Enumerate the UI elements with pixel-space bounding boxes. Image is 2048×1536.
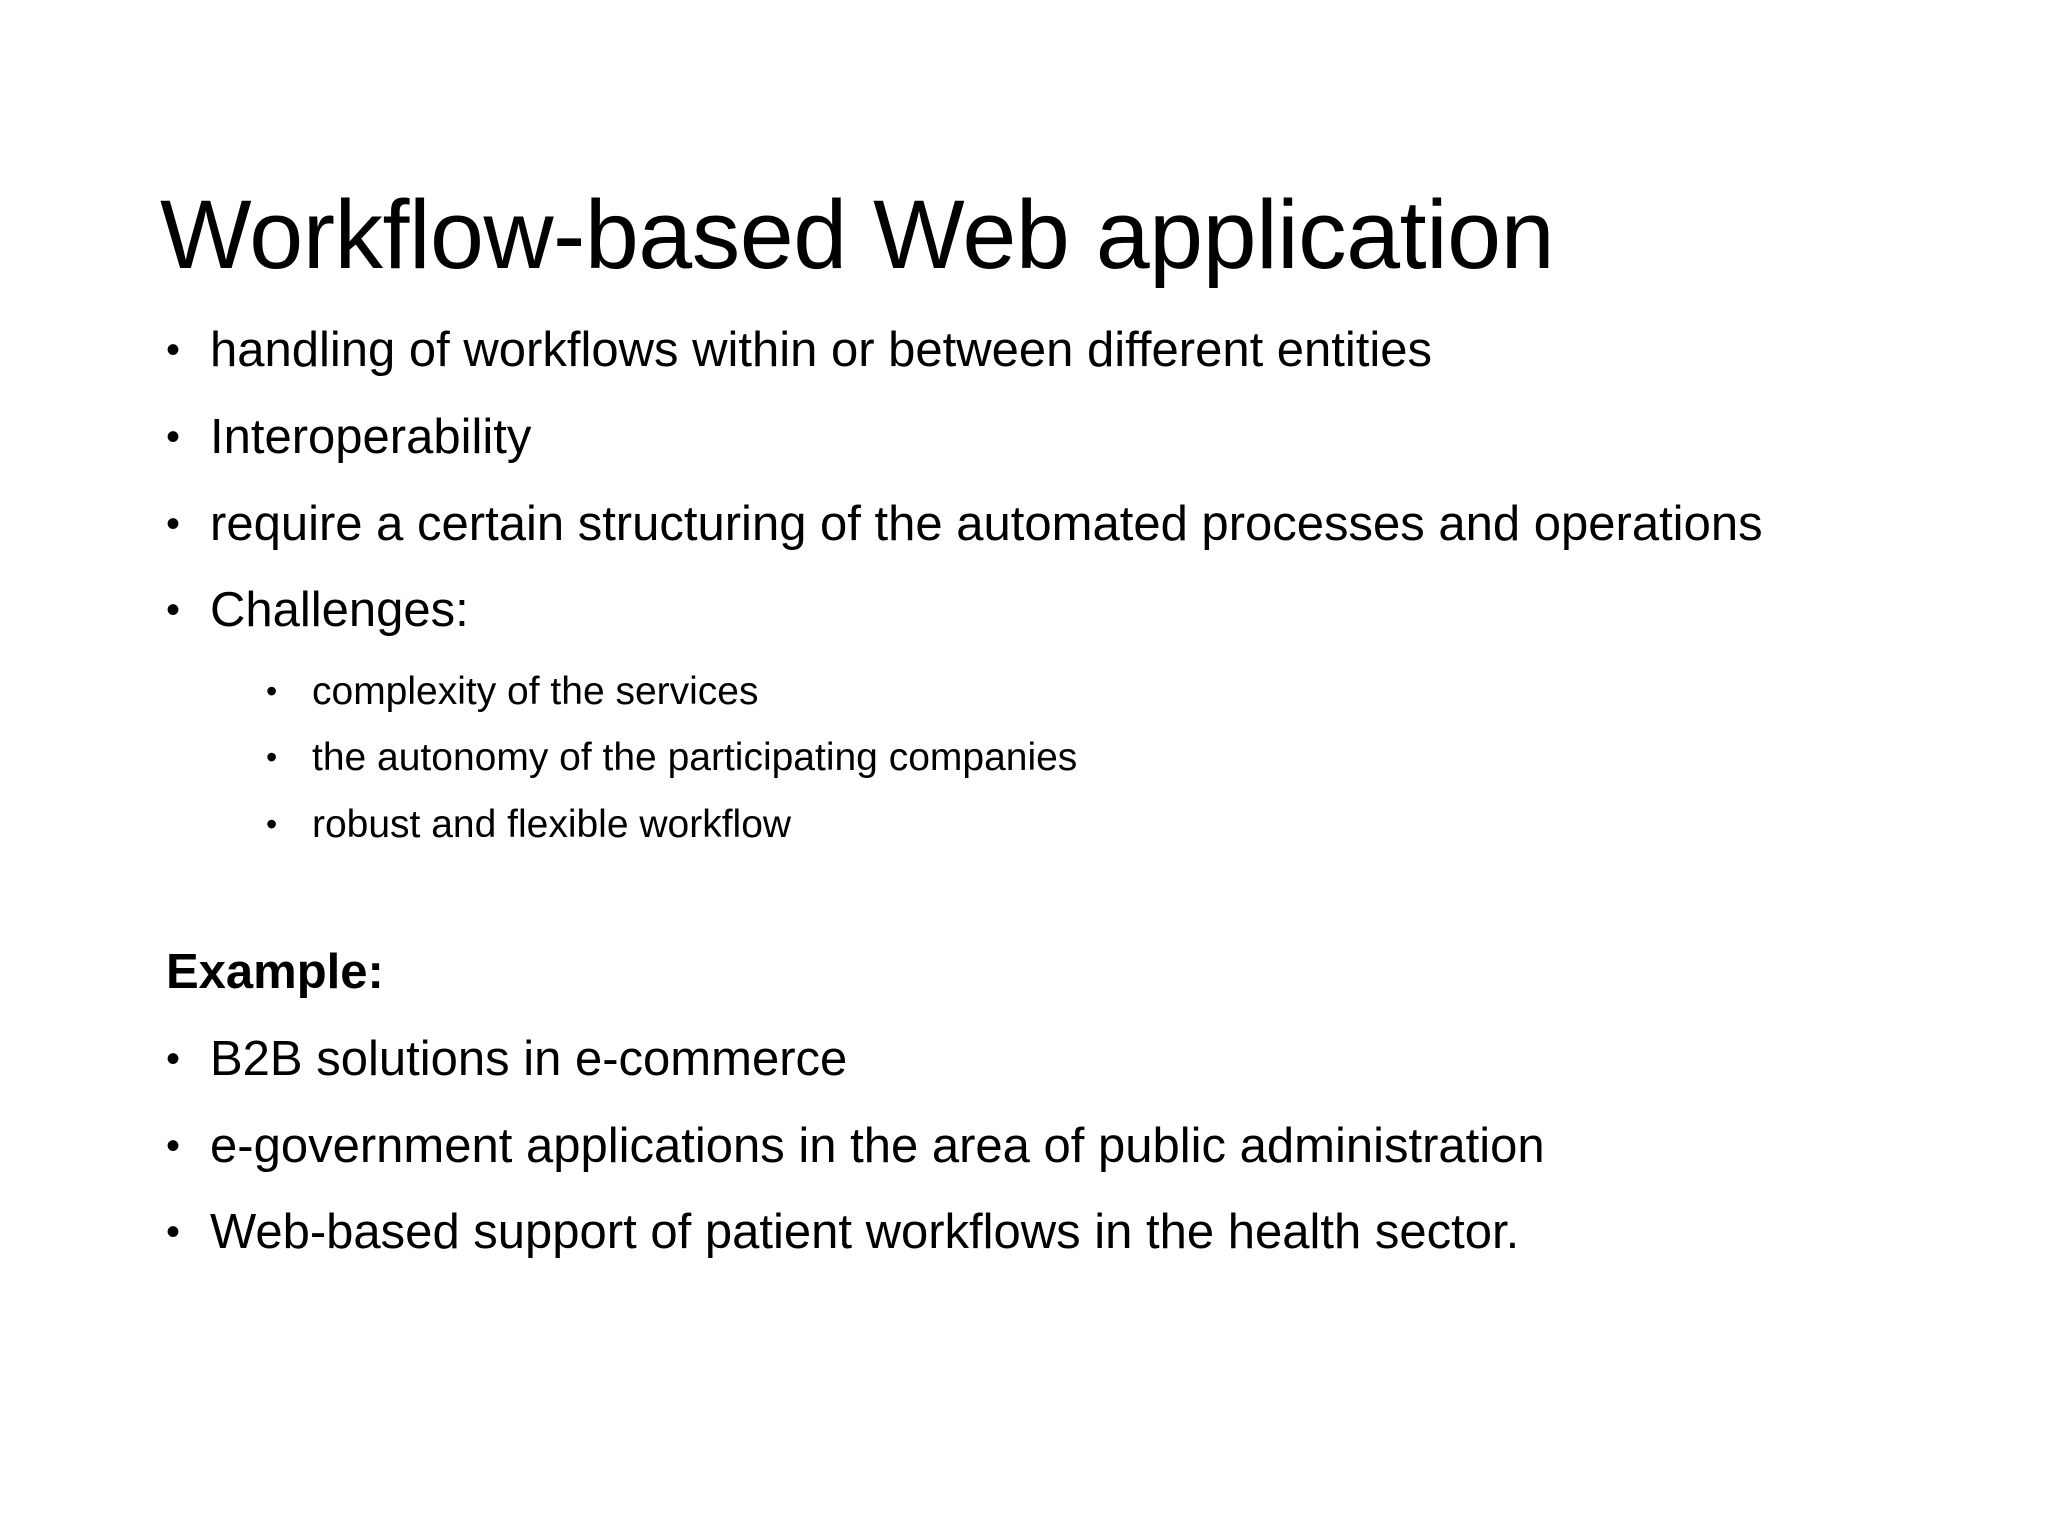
list-item: • Interoperability [160, 407, 1920, 468]
list-item-label: require a certain structuring of the aut… [210, 496, 1763, 551]
sub-list-item: • robust and flexible workflow [260, 800, 1920, 849]
list-item-label: e-government applications in the area of… [210, 1118, 1545, 1173]
blank-line [160, 866, 1920, 942]
list-item-label: handling of workflows within or between … [210, 323, 1433, 377]
example-heading: Example: [166, 944, 384, 999]
bullet-icon: • [266, 739, 278, 776]
list-item: • e-government applications in the area … [160, 1116, 1920, 1177]
bullet-icon: • [166, 1123, 181, 1168]
bullet-icon: • [166, 1210, 181, 1255]
sub-list-item-label: the autonomy of the participating compan… [312, 736, 1078, 780]
list-item: • require a certain structuring of the a… [160, 494, 1920, 555]
sub-list-item-label: robust and flexible workflow [312, 802, 792, 846]
page-title: Workflow-based Web application [160, 179, 1555, 289]
bullet-icon: • [166, 501, 181, 546]
bullet-icon: • [166, 588, 181, 633]
sub-list-item: • complexity of the services [260, 667, 1920, 716]
list-item: • Web-based support of patient workflows… [160, 1202, 1920, 1263]
bullet-icon: • [266, 673, 278, 710]
list-item: • B2B solutions in e-commerce [160, 1029, 1920, 1090]
sub-list-item-label: complexity of the services [312, 670, 759, 714]
slide-body: • handling of workflows within or betwee… [160, 320, 1920, 1289]
sub-list-item: • the autonomy of the participating comp… [260, 733, 1920, 782]
bullet-icon: • [166, 328, 181, 372]
bullet-icon: • [166, 414, 181, 459]
list-item-label: B2B solutions in e-commerce [210, 1031, 848, 1086]
list-item: • handling of workflows within or betwee… [160, 320, 1920, 381]
list-item-label: Interoperability [210, 409, 532, 464]
list-item-label: Challenges: [210, 583, 469, 638]
sub-list: • complexity of the services • the auton… [160, 667, 1920, 849]
list-item: • Challenges: [160, 580, 1920, 641]
bullet-icon: • [166, 1036, 181, 1081]
list-item-label: Web-based support of patient workflows i… [210, 1205, 1520, 1260]
bullet-icon: • [266, 805, 278, 842]
